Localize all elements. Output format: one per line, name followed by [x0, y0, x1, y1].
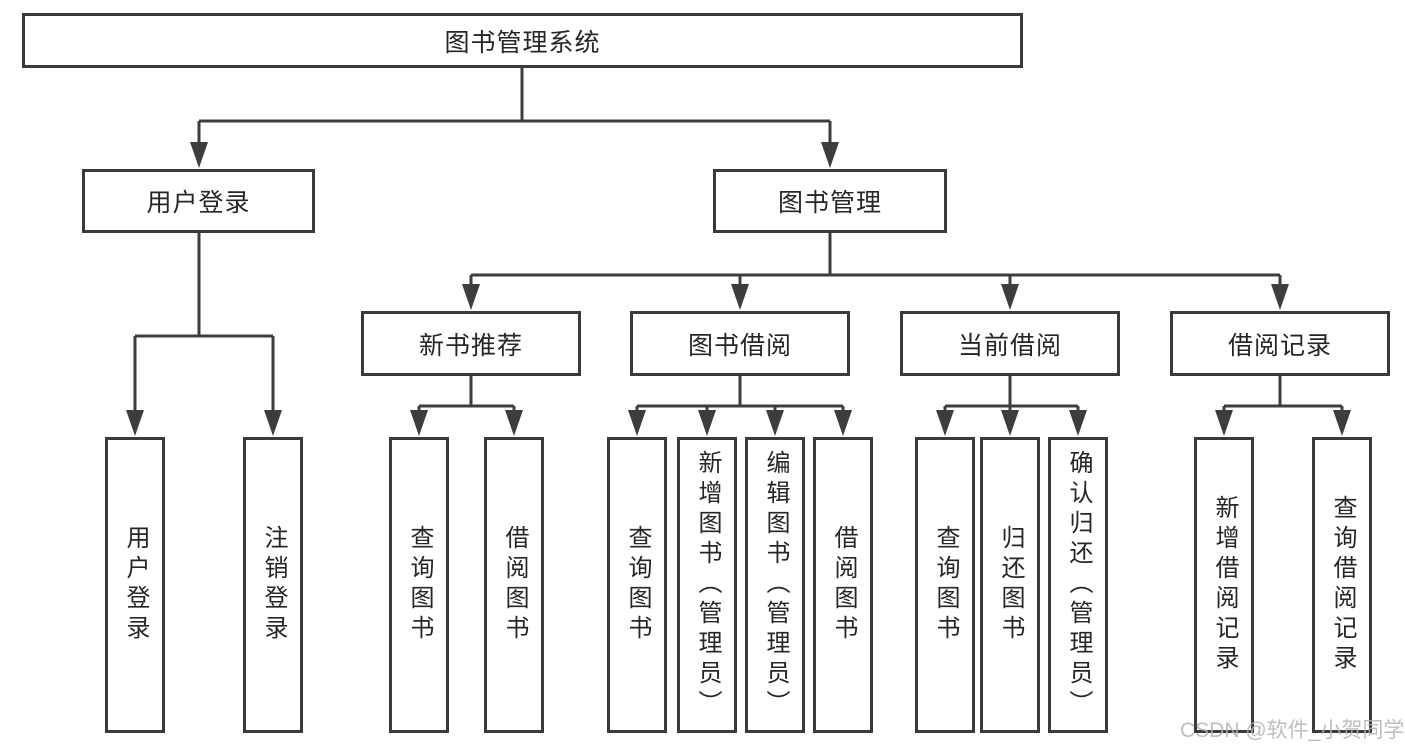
leaf-logout: 注销登录 [243, 437, 303, 733]
leaf-user-login-label: 用户登录 [122, 525, 149, 645]
node-root-label: 图书管理系统 [444, 28, 601, 57]
node-user-login-label: 用户登录 [146, 189, 251, 217]
csdn-watermark: CSDN @软件_小贺同学 [1180, 719, 1405, 742]
leaf-query-books-current-label: 查询图书 [932, 525, 959, 645]
leaf-query-borrow-record: 查询借阅记录 [1312, 437, 1372, 733]
leaf-add-book-admin-label: 新增图书（管理员） [694, 450, 721, 720]
leaf-return-book-label: 归还图书 [997, 525, 1024, 645]
node-current-borrow: 当前借阅 [900, 311, 1120, 376]
arrowhead-icon [126, 142, 1351, 436]
leaf-confirm-return-admin: 确认归还（管理员） [1048, 437, 1108, 733]
leaf-borrow-books-recommend: 借阅图书 [484, 437, 544, 733]
leaf-query-books-recommend-label: 查询图书 [406, 525, 433, 645]
leaf-logout-label: 注销登录 [260, 525, 287, 645]
node-book-borrow-label: 图书借阅 [687, 331, 792, 360]
leaf-query-books-recommend: 查询图书 [389, 437, 449, 733]
leaf-add-borrow-record-label: 新增借阅记录 [1211, 495, 1238, 675]
leaf-query-books-borrow-label: 查询图书 [624, 525, 651, 645]
leaf-add-book-admin: 新增图书（管理员） [677, 437, 737, 733]
leaf-query-books-current: 查询图书 [915, 437, 975, 733]
node-current-borrow-label: 当前借阅 [957, 331, 1062, 360]
node-borrow-records: 借阅记录 [1170, 311, 1390, 376]
node-new-book-recommend-label: 新书推荐 [418, 331, 523, 360]
node-root: 图书管理系统 [22, 13, 1023, 68]
node-book-management-label: 图书管理 [777, 189, 882, 217]
node-book-borrow: 图书借阅 [630, 311, 850, 376]
leaf-edit-book-admin-label: 编辑图书（管理员） [762, 450, 789, 720]
node-new-book-recommend: 新书推荐 [361, 311, 581, 376]
leaf-add-borrow-record: 新增借阅记录 [1194, 437, 1254, 733]
node-book-management: 图书管理 [713, 169, 947, 233]
node-user-login: 用户登录 [82, 169, 315, 233]
leaf-query-borrow-record-label: 查询借阅记录 [1329, 495, 1356, 675]
leaf-borrow-books-label: 借阅图书 [830, 525, 857, 645]
leaf-borrow-books: 借阅图书 [813, 437, 873, 733]
connector-path [133, 68, 1344, 413]
node-borrow-records-label: 借阅记录 [1227, 331, 1332, 360]
leaf-query-books-borrow: 查询图书 [607, 437, 667, 733]
leaf-borrow-books-recommend-label: 借阅图书 [501, 525, 528, 645]
leaf-confirm-return-admin-label: 确认归还（管理员） [1065, 450, 1092, 720]
leaf-edit-book-admin: 编辑图书（管理员） [745, 437, 805, 733]
leaf-user-login: 用户登录 [105, 437, 165, 733]
leaf-return-book: 归还图书 [980, 437, 1040, 733]
